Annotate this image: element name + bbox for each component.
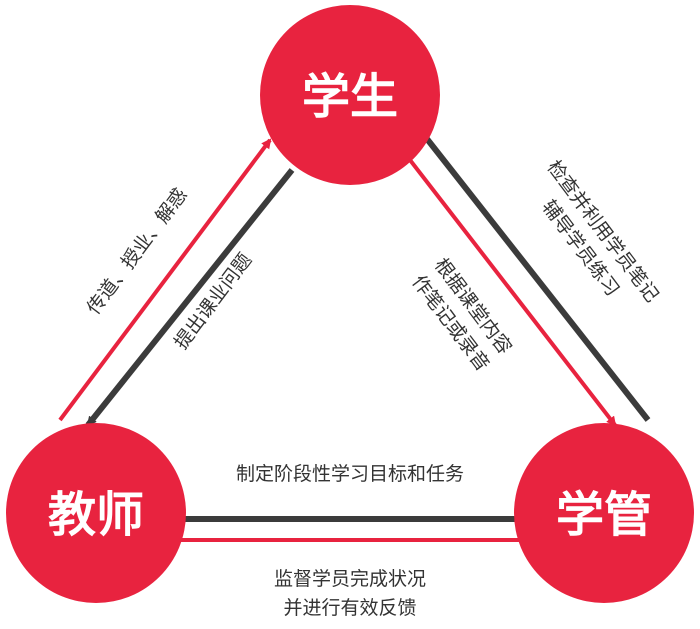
node-manager-label: 学管 [556,487,652,543]
node-student-label: 学生 [302,69,398,125]
edge-teacher-to-student-line [58,138,272,422]
edge-label-teacher-to-manager: 制定阶段性学习目标和任务 [236,463,464,485]
edge-student-to-manager-line [408,158,617,427]
node-student: 学生 [260,5,440,185]
node-manager: 学管 [514,423,694,603]
edge-label-manager-to-teacher-2: 并进行有效反馈 [283,597,416,619]
edge-label-manager-to-teacher-1: 监督学员完成状况 [274,568,426,590]
node-teacher-label: 教师 [48,487,144,543]
node-teacher: 教师 [6,423,186,603]
edge-manager-to-student-line [417,128,651,422]
edge-label-teacher-to-student: 传道、授业、解惑 [83,184,192,319]
edge-student-to-teacher-line [85,168,295,427]
